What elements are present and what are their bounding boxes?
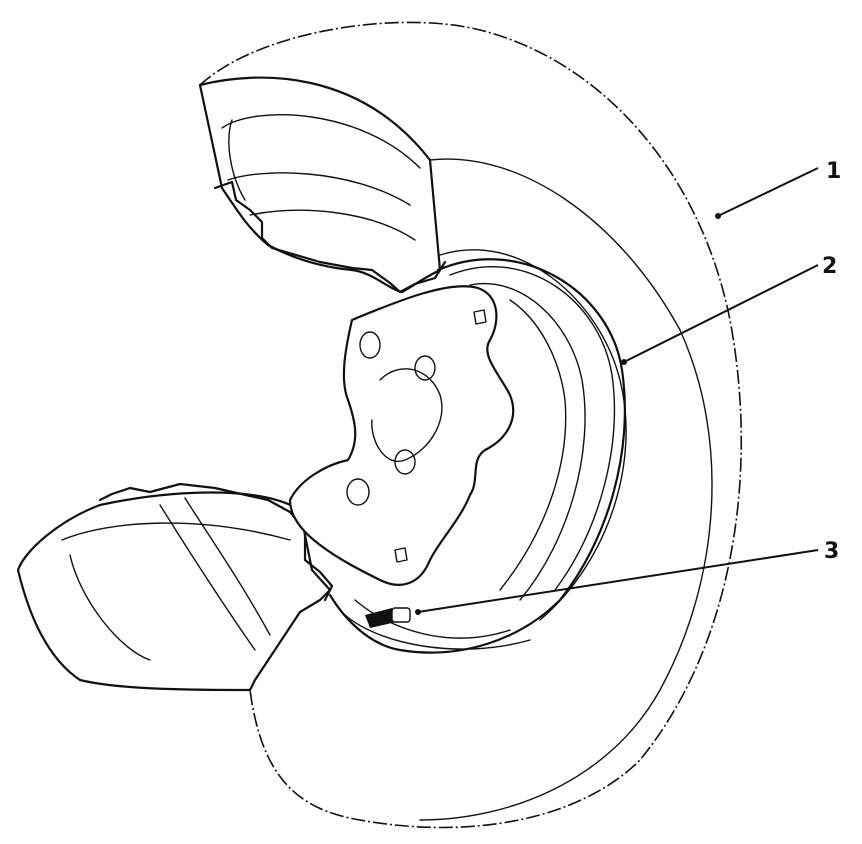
- callout-3: 3: [415, 539, 839, 615]
- valve-stem: [365, 607, 411, 628]
- callout-label-1: 1: [826, 159, 841, 184]
- callout-label-3: 3: [824, 539, 839, 564]
- tire-cutaway-lower: [16, 482, 334, 692]
- wheel-disc: [288, 285, 515, 586]
- rim: [328, 258, 626, 654]
- callout-1: 1: [715, 159, 841, 219]
- callout-2: 2: [621, 254, 837, 365]
- callout-label-2: 2: [822, 254, 837, 279]
- tire-cutaway-upper: [198, 76, 447, 294]
